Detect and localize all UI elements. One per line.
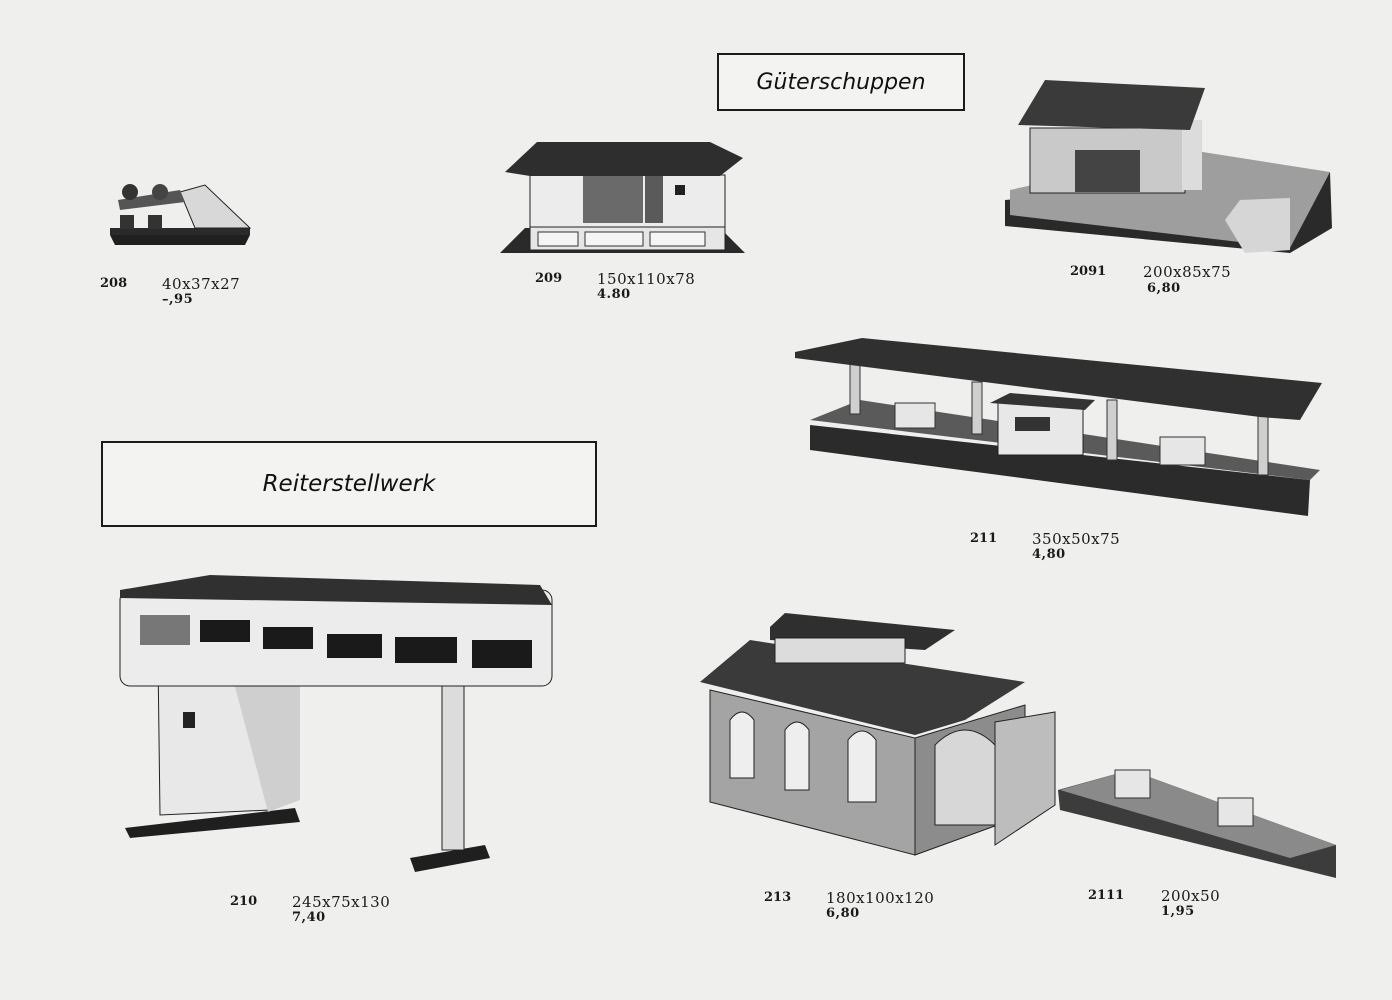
item-label-211: 211 350x50x75 4,80: [970, 530, 1140, 572]
item-dimensions: 200x85x75: [1143, 263, 1232, 281]
item-label-210: 210 245x75x130 7,40: [230, 893, 410, 935]
product-image-209: [500, 142, 745, 253]
item-dimensions: 180x100x120: [826, 889, 935, 907]
item-label-209: 209 150x110x78 4.80: [535, 270, 715, 312]
item-number: 2091: [1070, 264, 1107, 279]
item-number: 213: [764, 890, 792, 905]
item-number: 208: [100, 276, 128, 291]
item-dimensions: 40x37x27: [162, 275, 241, 293]
heading-reiterstellwerk: Reiterstellwerk: [101, 441, 597, 527]
item-number: 2111: [1088, 888, 1125, 903]
product-image-211: [795, 338, 1322, 516]
item-price: 6,80: [826, 906, 860, 921]
item-price: 7,40: [292, 910, 326, 925]
product-image-210: [119, 575, 553, 872]
product-image-213: [700, 613, 1336, 878]
item-dimensions: 200x50: [1161, 887, 1221, 905]
item-price: 4,80: [1032, 547, 1066, 562]
item-label-213: 213 180x100x120 6,80: [764, 889, 954, 931]
product-image-2091: [1005, 80, 1332, 253]
item-price: 1,95: [1161, 904, 1195, 919]
item-dimensions: 150x110x78: [597, 270, 696, 288]
heading-gueterschuppen: Güterschuppen: [717, 53, 965, 111]
item-label-208: 208 40x37x27 –,95: [100, 275, 260, 317]
product-image-208: [110, 184, 252, 245]
item-label-2091: 2091 200x85x75 6,80: [1070, 263, 1250, 305]
item-dimensions: 350x50x75: [1032, 530, 1121, 548]
item-number: 210: [230, 894, 258, 909]
item-price: 6,80: [1147, 281, 1181, 296]
item-number: 211: [970, 531, 998, 546]
item-price: 4.80: [597, 287, 631, 302]
item-dimensions: 245x75x130: [292, 893, 391, 911]
item-number: 209: [535, 271, 563, 286]
item-label-2111: 2111 200x50 1,95: [1088, 887, 1238, 929]
item-price: –,95: [162, 292, 194, 307]
